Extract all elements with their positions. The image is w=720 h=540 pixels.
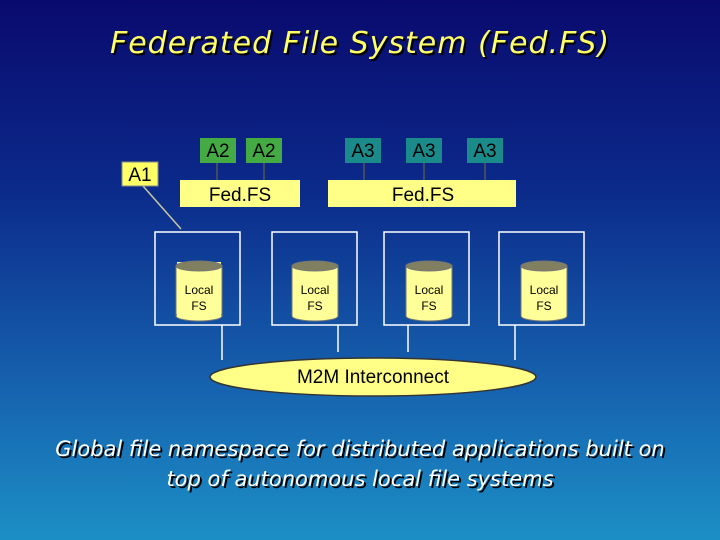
caption-line-1: Global file namespace for distributed ap… [55, 437, 665, 461]
app-a3-box-1 [345, 138, 381, 163]
node-box-2 [271, 231, 358, 326]
local-fs-label-1b: FS [191, 299, 206, 313]
app-a2-left-box [200, 138, 236, 163]
app-a3-box-3 [467, 138, 503, 163]
fedfs-label-right: Fed.FS [392, 185, 454, 206]
local-fs-label-2b: FS [307, 299, 322, 313]
fedfs-label-left: Fed.FS [209, 185, 271, 206]
app-a1-box [121, 161, 159, 187]
app-a3-label-2: A3 [412, 141, 435, 162]
local-fs-cylinder-4: Local FS [520, 260, 568, 322]
fedfs-bar-left [180, 180, 300, 207]
local-fs-label-4a: Local [530, 283, 559, 297]
local-fs-cylinder-3: Local FS [405, 260, 453, 322]
caption: Global file namespace for distributed ap… [20, 434, 700, 494]
slide-title: Federated File System (Fed.FS) [109, 26, 611, 61]
app-a3-label-1: A3 [351, 141, 374, 162]
m2m-interconnect-label: M2M Interconnect [297, 367, 450, 388]
local-fs-cylinder-2: Local FS [291, 260, 339, 322]
app-a3-label-3: A3 [473, 141, 496, 162]
local-fs-label-4b: FS [536, 299, 551, 313]
local-fs-label-2a: Local [301, 283, 330, 297]
app-a2-right-box [246, 138, 282, 163]
interconnect-links [221, 325, 516, 360]
app-a2-left-label: A2 [206, 141, 229, 162]
app-connectors [142, 163, 486, 230]
caption-line-2: top of autonomous local file systems [166, 467, 554, 491]
local-fs-label-3a: Local [415, 283, 444, 297]
app-a3-box-2 [406, 138, 442, 163]
local-fs-label-3b: FS [421, 299, 436, 313]
node-box-3 [383, 231, 470, 326]
local-fs-cylinder-1: Local FS [175, 260, 223, 322]
app-a2-right-label: A2 [252, 141, 275, 162]
fedfs-bar-right [328, 180, 516, 207]
m2m-interconnect-ellipse [209, 357, 537, 397]
node-box-4 [498, 231, 585, 326]
node-box-1 [154, 231, 241, 326]
app-a1-label: A1 [128, 165, 151, 186]
local-fs-label-1a: Local [185, 283, 214, 297]
